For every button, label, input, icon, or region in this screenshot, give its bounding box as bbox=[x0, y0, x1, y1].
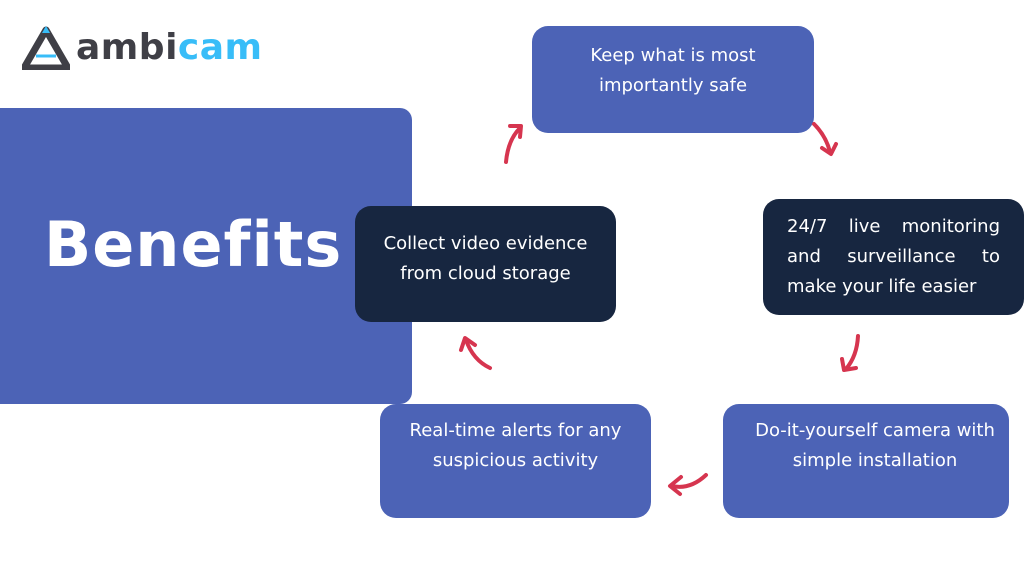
title-panel bbox=[0, 108, 412, 404]
curved-arrow-icon bbox=[840, 334, 860, 372]
curved-arrow-icon bbox=[668, 473, 708, 496]
step-box-monitoring: 24/7 live monitoring and surveillance to… bbox=[763, 199, 1024, 315]
step-label: Collect video evidence from cloud storag… bbox=[383, 233, 588, 284]
step-box-diy: Do-it-yourself camera with simple instal… bbox=[723, 404, 1009, 518]
step-label: Do-it-yourself camera with simple instal… bbox=[755, 420, 995, 471]
ambicam-triangle-icon bbox=[22, 26, 70, 70]
curved-arrow-icon bbox=[459, 336, 492, 370]
step-label: Keep what is most importantly safe bbox=[590, 44, 756, 96]
curved-arrow-icon bbox=[812, 122, 838, 156]
step-label: Real-time alerts for any suspicious acti… bbox=[409, 420, 622, 471]
step-box-evidence: Collect video evidence from cloud storag… bbox=[355, 206, 616, 322]
logo: ambicam bbox=[22, 26, 263, 70]
step-box-alerts: Real-time alerts for any suspicious acti… bbox=[380, 404, 651, 518]
step-label: 24/7 live monitoring and surveillance to… bbox=[787, 216, 1000, 297]
step-box-safe: Keep what is most importantly safe bbox=[532, 26, 814, 133]
logo-brand-dark: ambi bbox=[76, 27, 178, 68]
logo-brand-accent: cam bbox=[177, 27, 263, 68]
page-title: Benefits bbox=[44, 208, 343, 281]
curved-arrow-icon bbox=[504, 124, 523, 164]
